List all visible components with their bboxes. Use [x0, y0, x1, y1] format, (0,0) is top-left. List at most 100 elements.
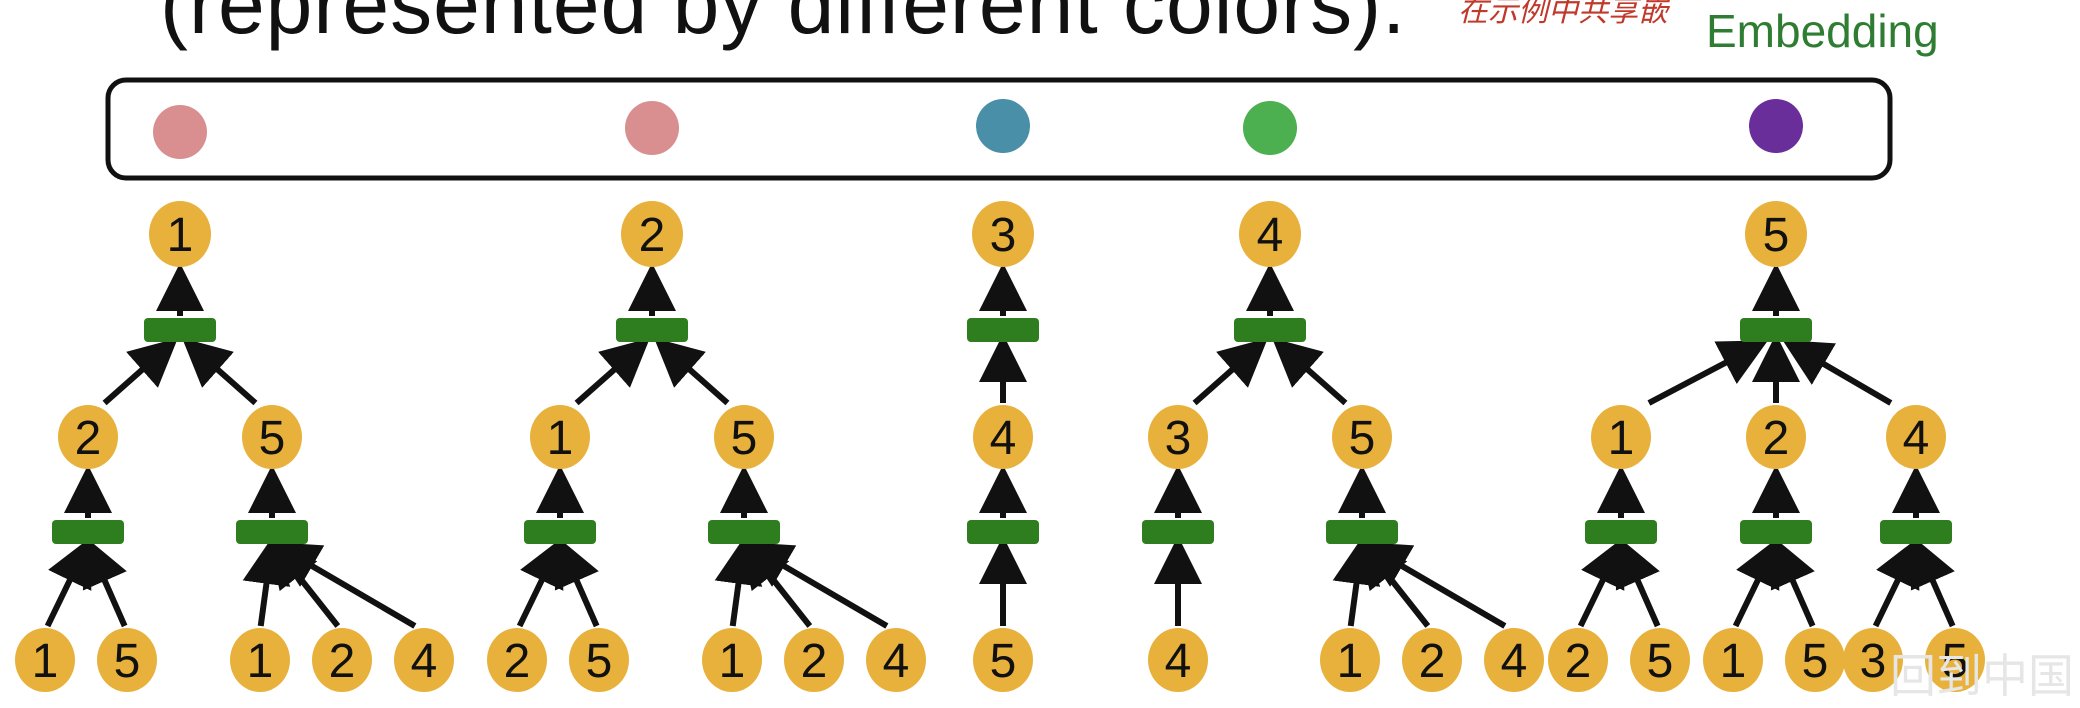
tree-2-child-1-aggregator: [524, 520, 596, 544]
tree-4-child-2-node-circle: [1332, 405, 1392, 469]
tree-5-child-1-leaf-1-node: 2: [1548, 628, 1608, 692]
tree-5-child-3-node-circle: [1886, 405, 1946, 469]
tree-5-child-2-leaf-1-node: 1: [1703, 628, 1763, 692]
tree-4-root-node-circle: [1239, 201, 1301, 267]
tree-4-child-2-node: 5: [1332, 405, 1392, 469]
tree-5-child-1-node-circle: [1591, 405, 1651, 469]
tree-1-child-1-leaf-1-node-label: 1: [32, 635, 59, 688]
tree-5-child-3-leaf-1-node-circle: [1843, 628, 1903, 692]
tree-2-child-2-leaf-2-node: 2: [784, 628, 844, 692]
tree-2-child-2-leaf-1-node-circle: [702, 628, 762, 692]
tree-2-child-2-leaf-1-node-label: 1: [719, 635, 746, 688]
tree-4-root-node-label: 4: [1257, 209, 1284, 262]
tree-1-child-1-aggregator: [52, 520, 124, 544]
embedding-dot-node-2: [625, 101, 679, 155]
tree-2-root-node: 2: [621, 201, 683, 267]
tree-4-child-2-leaf-1-node-circle: [1320, 628, 1380, 692]
embedding-box: [105, 77, 1893, 181]
tree-5-child-2-leaf-2-edge: [1770, 537, 1816, 628]
handwritten-annotation: 在示例中共享嵌: [1458, 0, 1668, 29]
watermark: 回到中国: [1890, 649, 2074, 703]
tree-1-child-2-leaf-3-node-circle: [394, 628, 454, 692]
tree-4-child-1-leaf-1-node-label: 4: [1165, 635, 1192, 688]
tree-1-child-2-leaf-1-node: 1: [230, 628, 290, 692]
tree-4-child-2-leaf-3-edge: [1360, 541, 1507, 629]
tree-2-child-1-leaf-1-node-label: 2: [504, 635, 531, 688]
tree-2-root-node-label: 2: [639, 209, 666, 262]
tree-5-child-2-leaf-2-node: 5: [1785, 628, 1845, 692]
tree-5-root-node-circle: [1745, 201, 1807, 267]
tree-4-child-2-leaf-3-node-circle: [1484, 628, 1544, 692]
tree-2-child-1-node-label: 1: [547, 412, 574, 465]
tree-5-child-2-leaf-1-node-circle: [1703, 628, 1763, 692]
tree-1-child-1-leaf-1-edge: [44, 537, 92, 628]
tree-1-child-2-leaf-1-edge: [242, 536, 291, 627]
tree-3-child-1-leaf-1-node: 5: [973, 628, 1033, 692]
tree-2-child-1-leaf-1-node-circle: [487, 628, 547, 692]
tree-5-child-2-node: 2: [1746, 405, 1806, 469]
slide-title: (represented by different colors).: [160, 0, 1407, 51]
tree-5-child-3-node-label: 4: [1903, 412, 1930, 465]
tree-2-root-node-circle: [621, 201, 683, 267]
tree-3-child-1-node-label: 4: [990, 412, 1017, 465]
tree-2-child-1-leaf-2-node-circle: [569, 628, 629, 692]
tree-2-child-2-leaf-1-node: 1: [702, 628, 762, 692]
tree-1-root-node: 1: [149, 201, 211, 267]
embedding-label: Embedding: [1706, 5, 1939, 57]
tree-1-child-1-node-circle: [58, 405, 118, 469]
tree-2-child-2-leaf-3-node: 4: [866, 628, 926, 692]
tree-5-child-3-aggregator: [1880, 520, 1952, 544]
tree-1-child-1-leaf-2-node-circle: [97, 628, 157, 692]
embedding-dot-node-5: [1749, 99, 1803, 153]
tree-2-child-1-node-circle: [530, 405, 590, 469]
tree-1-child-2-leaf-1-node-circle: [230, 628, 290, 692]
tree-2-aggregator: [616, 318, 688, 342]
tree-5-child-2-node-circle: [1746, 405, 1806, 469]
tree-5-child-1-leaf-1-node-circle: [1548, 628, 1608, 692]
tree-4-child-2-leaf-3-node: 4: [1484, 628, 1544, 692]
tree-5-child-1-leaf-2-node: 5: [1630, 628, 1690, 692]
tree-2-child-2-leaf-3-node-label: 4: [883, 635, 910, 688]
tree-2-child-2-leaf-2-node-circle: [784, 628, 844, 692]
tree-5-child-3-leaf-1-edge: [1872, 537, 1920, 628]
tree-1-child-2-leaf-2-node-circle: [312, 628, 372, 692]
tree-4-child-1-aggregator: [1142, 520, 1214, 544]
tree-1-root-node-circle: [149, 201, 211, 267]
tree-1-child-1-leaf-2-edge: [82, 537, 128, 628]
tree-2-child-1-leaf-2-edge: [554, 537, 600, 628]
tree-2-child-1-leaf-2-node: 5: [569, 628, 629, 692]
tree-5-root-node: 5: [1745, 201, 1807, 267]
tree-4-child-2-aggregator: [1326, 520, 1398, 544]
tree-4-child-1-leaf-1-node: 4: [1148, 628, 1208, 692]
tree-4-child-2-node-label: 5: [1349, 412, 1376, 465]
tree-5-child-1-leaf-1-edge: [1577, 537, 1625, 628]
tree-1-child-2-leaf-2-node: 2: [312, 628, 372, 692]
embedding-dot-node-4: [1243, 101, 1297, 155]
tree-4-aggregator: [1234, 318, 1306, 342]
tree-5-child-1-edge-to-aggregator: [1647, 340, 1769, 406]
tree-4-child-2-edge-to-aggregator: [1272, 338, 1348, 406]
tree-3-child-1-node: 4: [973, 405, 1033, 469]
tree-1-child-1-node: 2: [58, 405, 118, 469]
tree-2-child-2-leaf-3-node-circle: [866, 628, 926, 692]
tree-5-child-3-leaf-1-node-label: 3: [1860, 635, 1887, 688]
tree-5-child-1-leaf-2-node-label: 5: [1647, 635, 1674, 688]
tree-3-child-1-aggregator: [967, 520, 1039, 544]
tree-5-child-1-node: 1: [1591, 405, 1651, 469]
tree-4-child-1-node-circle: [1148, 405, 1208, 469]
tree-1-child-2-leaf-3-edge: [270, 541, 417, 629]
tree-5-child-2-leaf-1-edge: [1732, 537, 1780, 628]
tree-5-child-2-node-label: 2: [1763, 412, 1790, 465]
tree-3-child-1-leaf-1-node-label: 5: [990, 635, 1017, 688]
tree-5-child-3-leaf-2-node: 5: [1925, 628, 1985, 692]
tree-2-child-2-node: 5: [714, 405, 774, 469]
tree-5-child-3-leaf-2-node-label: 5: [1942, 635, 1969, 688]
tree-1-child-2-node-label: 5: [259, 412, 286, 465]
tree-5-child-1-leaf-2-node-circle: [1630, 628, 1690, 692]
tree-1-child-2-aggregator: [236, 520, 308, 544]
tree-5-child-3-edge-to-aggregator: [1782, 339, 1893, 406]
tree-5-aggregator: [1740, 318, 1812, 342]
tree-1-root-node-label: 1: [167, 209, 194, 262]
tree-1-child-2-node-circle: [242, 405, 302, 469]
tree-2-child-1-leaf-2-node-label: 5: [586, 635, 613, 688]
